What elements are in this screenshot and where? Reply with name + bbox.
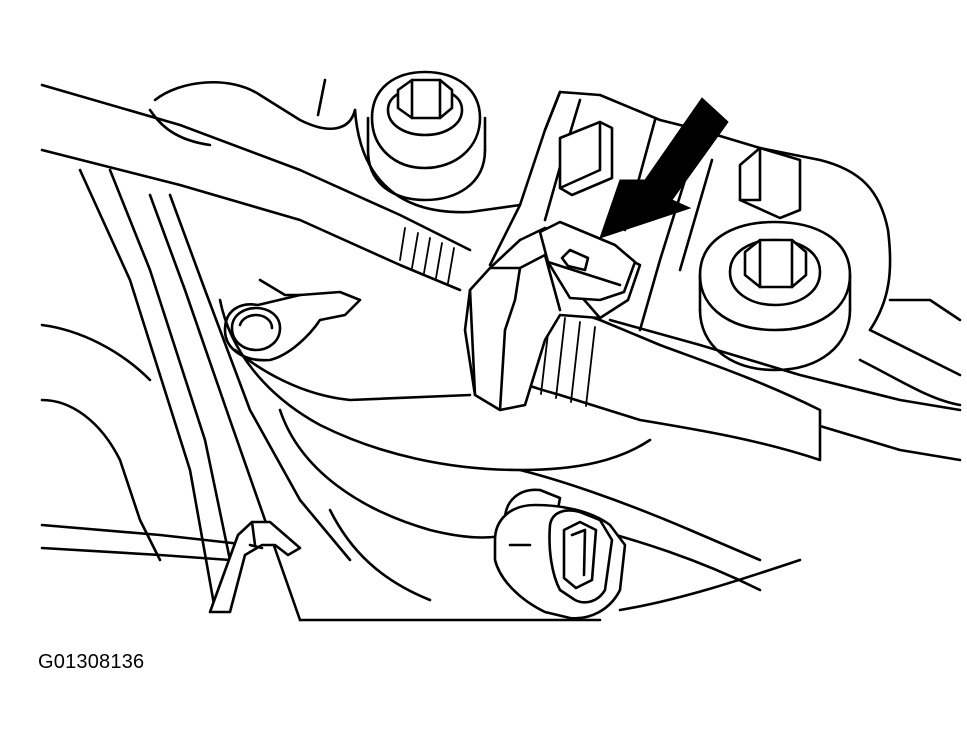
electrical-connector <box>493 488 627 620</box>
mounting-bracket <box>488 90 802 332</box>
sensor-stud <box>223 278 472 402</box>
retaining-clip <box>463 220 642 412</box>
lower-left-bracket <box>40 520 302 614</box>
figure-id-label: G01308136 <box>38 651 145 673</box>
engine-cover-outline <box>148 78 962 407</box>
lower-body <box>218 298 802 612</box>
upper-left-bolt <box>366 70 487 202</box>
right-bolt <box>698 220 852 372</box>
pointer-arrow <box>599 97 729 239</box>
